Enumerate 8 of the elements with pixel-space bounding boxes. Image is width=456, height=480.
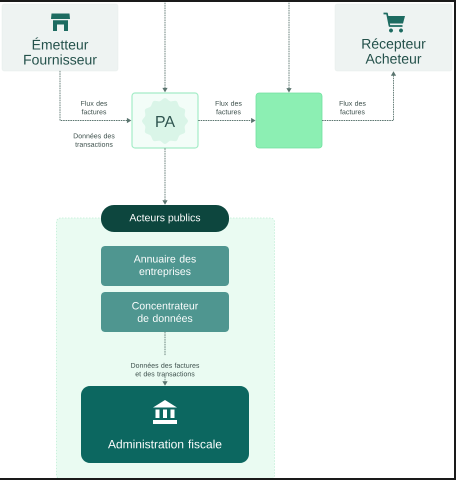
- authority-box: Administration fiscale: [81, 386, 249, 463]
- process-box: Concentrateur de données: [101, 292, 229, 332]
- entity-box: Émetteur Fournisseur: [2, 4, 118, 72]
- platform-box: PA: [131, 92, 199, 149]
- heading-pill: Acteurs publics: [101, 205, 229, 232]
- process-box: Annuaire des entreprises: [101, 246, 229, 286]
- platform-box: [256, 92, 322, 148]
- entity-box: Récepteur Acheteur: [334, 4, 452, 72]
